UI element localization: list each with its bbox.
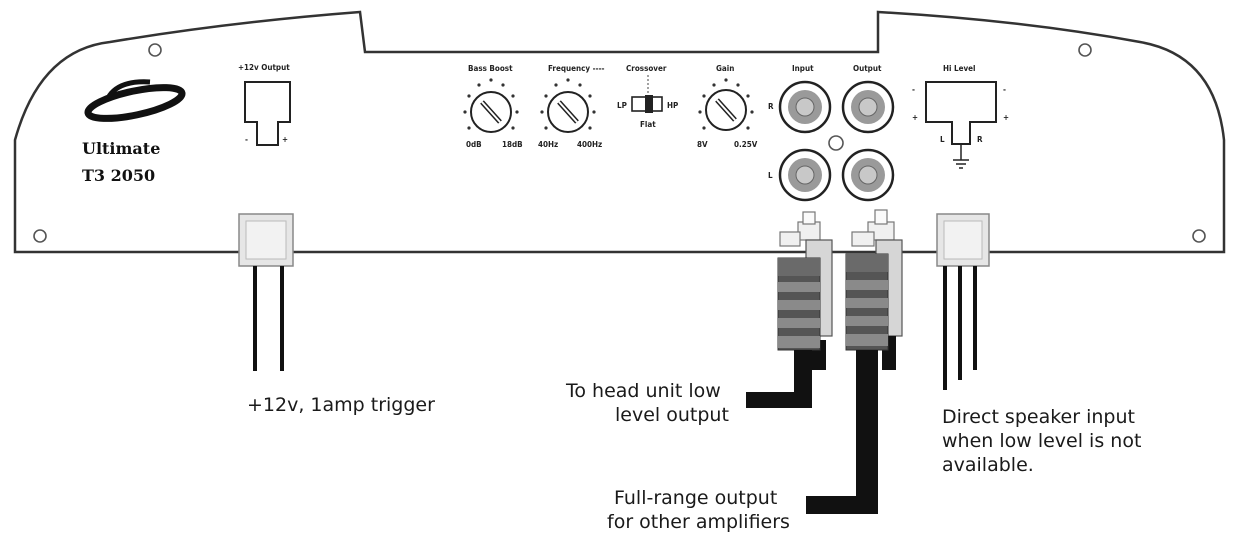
- full-range-callout-line1: Full-range output: [614, 487, 778, 509]
- output-title: Output: [853, 64, 882, 73]
- trigger-callout: +12v, 1amp trigger: [247, 394, 435, 416]
- speaker-callout-line3: available.: [942, 454, 1034, 476]
- brand-name: Ultimate: [82, 139, 160, 158]
- bass-boost-min: 0dB: [466, 140, 482, 149]
- crossover-lp-label: LP: [617, 101, 627, 110]
- crossover-title: Crossover: [626, 64, 667, 73]
- right-channel-label: R: [768, 102, 774, 111]
- trigger-terminal-block[interactable]: [244, 81, 291, 146]
- mounting-hole: [1192, 229, 1206, 243]
- hi-level-plug[interactable]: [936, 213, 990, 267]
- mounting-hole: [1078, 43, 1092, 57]
- head-unit-callout-line1: To head unit low: [566, 380, 721, 402]
- full-range-callout-line2: for other amplifiers: [607, 511, 790, 533]
- hi-level-wires: [943, 266, 977, 390]
- left-channel-label: L: [768, 171, 773, 180]
- mounting-hole: [33, 229, 47, 243]
- hi-level-plus-left: +: [912, 113, 918, 122]
- hi-level-terminal-block[interactable]: [925, 81, 997, 145]
- gain-min: 8V: [697, 140, 708, 149]
- bass-boost-max: 18dB: [502, 140, 523, 149]
- speaker-callout-line2: when low level is not: [942, 430, 1142, 452]
- rca-cable-output: [806, 209, 903, 514]
- rca-cable-input: [746, 211, 833, 408]
- trigger-output-title: +12v Output: [238, 63, 290, 72]
- frequency-knob[interactable]: [540, 78, 596, 133]
- hi-level-plus-right: +: [1003, 113, 1009, 122]
- crossover-flat-label: Flat: [640, 120, 656, 129]
- rca-input-right[interactable]: [778, 80, 832, 134]
- trigger-minus-label: -: [245, 135, 248, 144]
- amp-panel-outline: [13, 10, 1226, 254]
- hi-level-minus-left: -: [912, 85, 915, 94]
- frequency-min: 40Hz: [538, 140, 558, 149]
- mounting-hole: [828, 135, 844, 151]
- ground-icon: [953, 144, 969, 169]
- head-unit-callout-line2: level output: [615, 404, 729, 426]
- rca-output-left[interactable]: [841, 148, 895, 202]
- hi-level-l-label: L: [940, 135, 945, 144]
- crossover-hp-label: HP: [667, 101, 678, 110]
- gain-title: Gain: [716, 64, 734, 73]
- crossover-switch[interactable]: [631, 95, 663, 113]
- rca-output-right[interactable]: [841, 80, 895, 134]
- trigger-wires: [253, 266, 284, 371]
- speaker-callout-line1: Direct speaker input: [942, 406, 1135, 428]
- bass-boost-knob[interactable]: [463, 78, 519, 133]
- brand-model: T3 2050: [82, 166, 155, 185]
- gain-max: 0.25V: [734, 140, 758, 149]
- frequency-title: Frequency ----: [548, 64, 605, 73]
- frequency-max: 400Hz: [577, 140, 602, 149]
- input-title: Input: [792, 64, 814, 73]
- trigger-plug[interactable]: [238, 213, 294, 267]
- hi-level-title: Hi Level: [943, 64, 976, 73]
- brand-logo: [84, 79, 186, 122]
- mounting-hole: [148, 43, 162, 57]
- rca-input-left[interactable]: [778, 148, 832, 202]
- bass-boost-title: Bass Boost: [468, 64, 513, 73]
- hi-level-minus-right: -: [1003, 85, 1006, 94]
- gain-knob[interactable]: [698, 78, 754, 131]
- trigger-plus-label: +: [282, 135, 288, 144]
- hi-level-r-label: R: [977, 135, 983, 144]
